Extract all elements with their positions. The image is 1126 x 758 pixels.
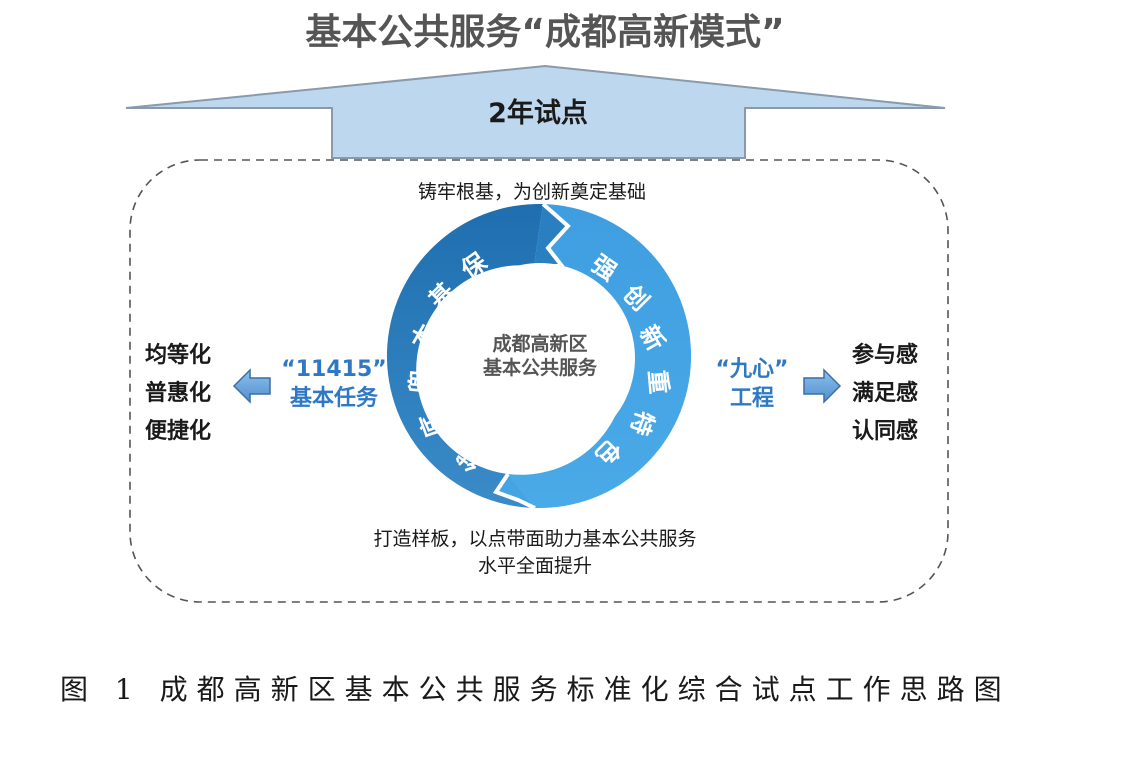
center-line2: 基本公共服务 [482, 356, 598, 379]
right-arc-char-4: 重 [643, 369, 673, 395]
right-task-line1: “九心” [716, 357, 789, 382]
left-arc-char-4: 兜 [405, 369, 435, 395]
right-task-line2: 工程 [730, 386, 774, 411]
left-task-line2: 基本任务 [290, 385, 379, 411]
left-outcome-2: 普惠化 [145, 380, 211, 406]
left-task-line1: “11415” [281, 357, 386, 382]
diagram-title: 基本公共服务“成都高新模式” [305, 12, 784, 53]
dashed-container [129, 159, 949, 603]
right-arc [508, 204, 692, 509]
left-arrow-icon [232, 368, 271, 404]
top-text: 铸牢根基，为创新奠定基础 [418, 181, 646, 203]
figure-caption: 图 1 成都高新区基本公共服务标准化综合试点工作思路图 [60, 673, 1011, 706]
left-outcome-1: 均等化 [145, 342, 211, 368]
right-outcome-1: 参与感 [852, 342, 918, 368]
bottom-text-line1: 打造样板，以点带面助力基本公共服务 [373, 528, 696, 550]
right-outcome-3: 认同感 [852, 418, 918, 444]
bottom-text-line2: 水平全面提升 [478, 555, 592, 577]
left-outcome-3: 便捷化 [145, 418, 211, 444]
roof-shape [125, 64, 946, 159]
center-line1: 成都高新区 [492, 332, 587, 355]
left-arc [386, 203, 543, 508]
bottom-zigzag [492, 472, 536, 510]
right-arrow-icon [803, 368, 842, 404]
roof-label: 2年试点 [488, 97, 588, 129]
inner-circle [445, 263, 635, 453]
right-outcome-2: 满足感 [852, 380, 918, 406]
